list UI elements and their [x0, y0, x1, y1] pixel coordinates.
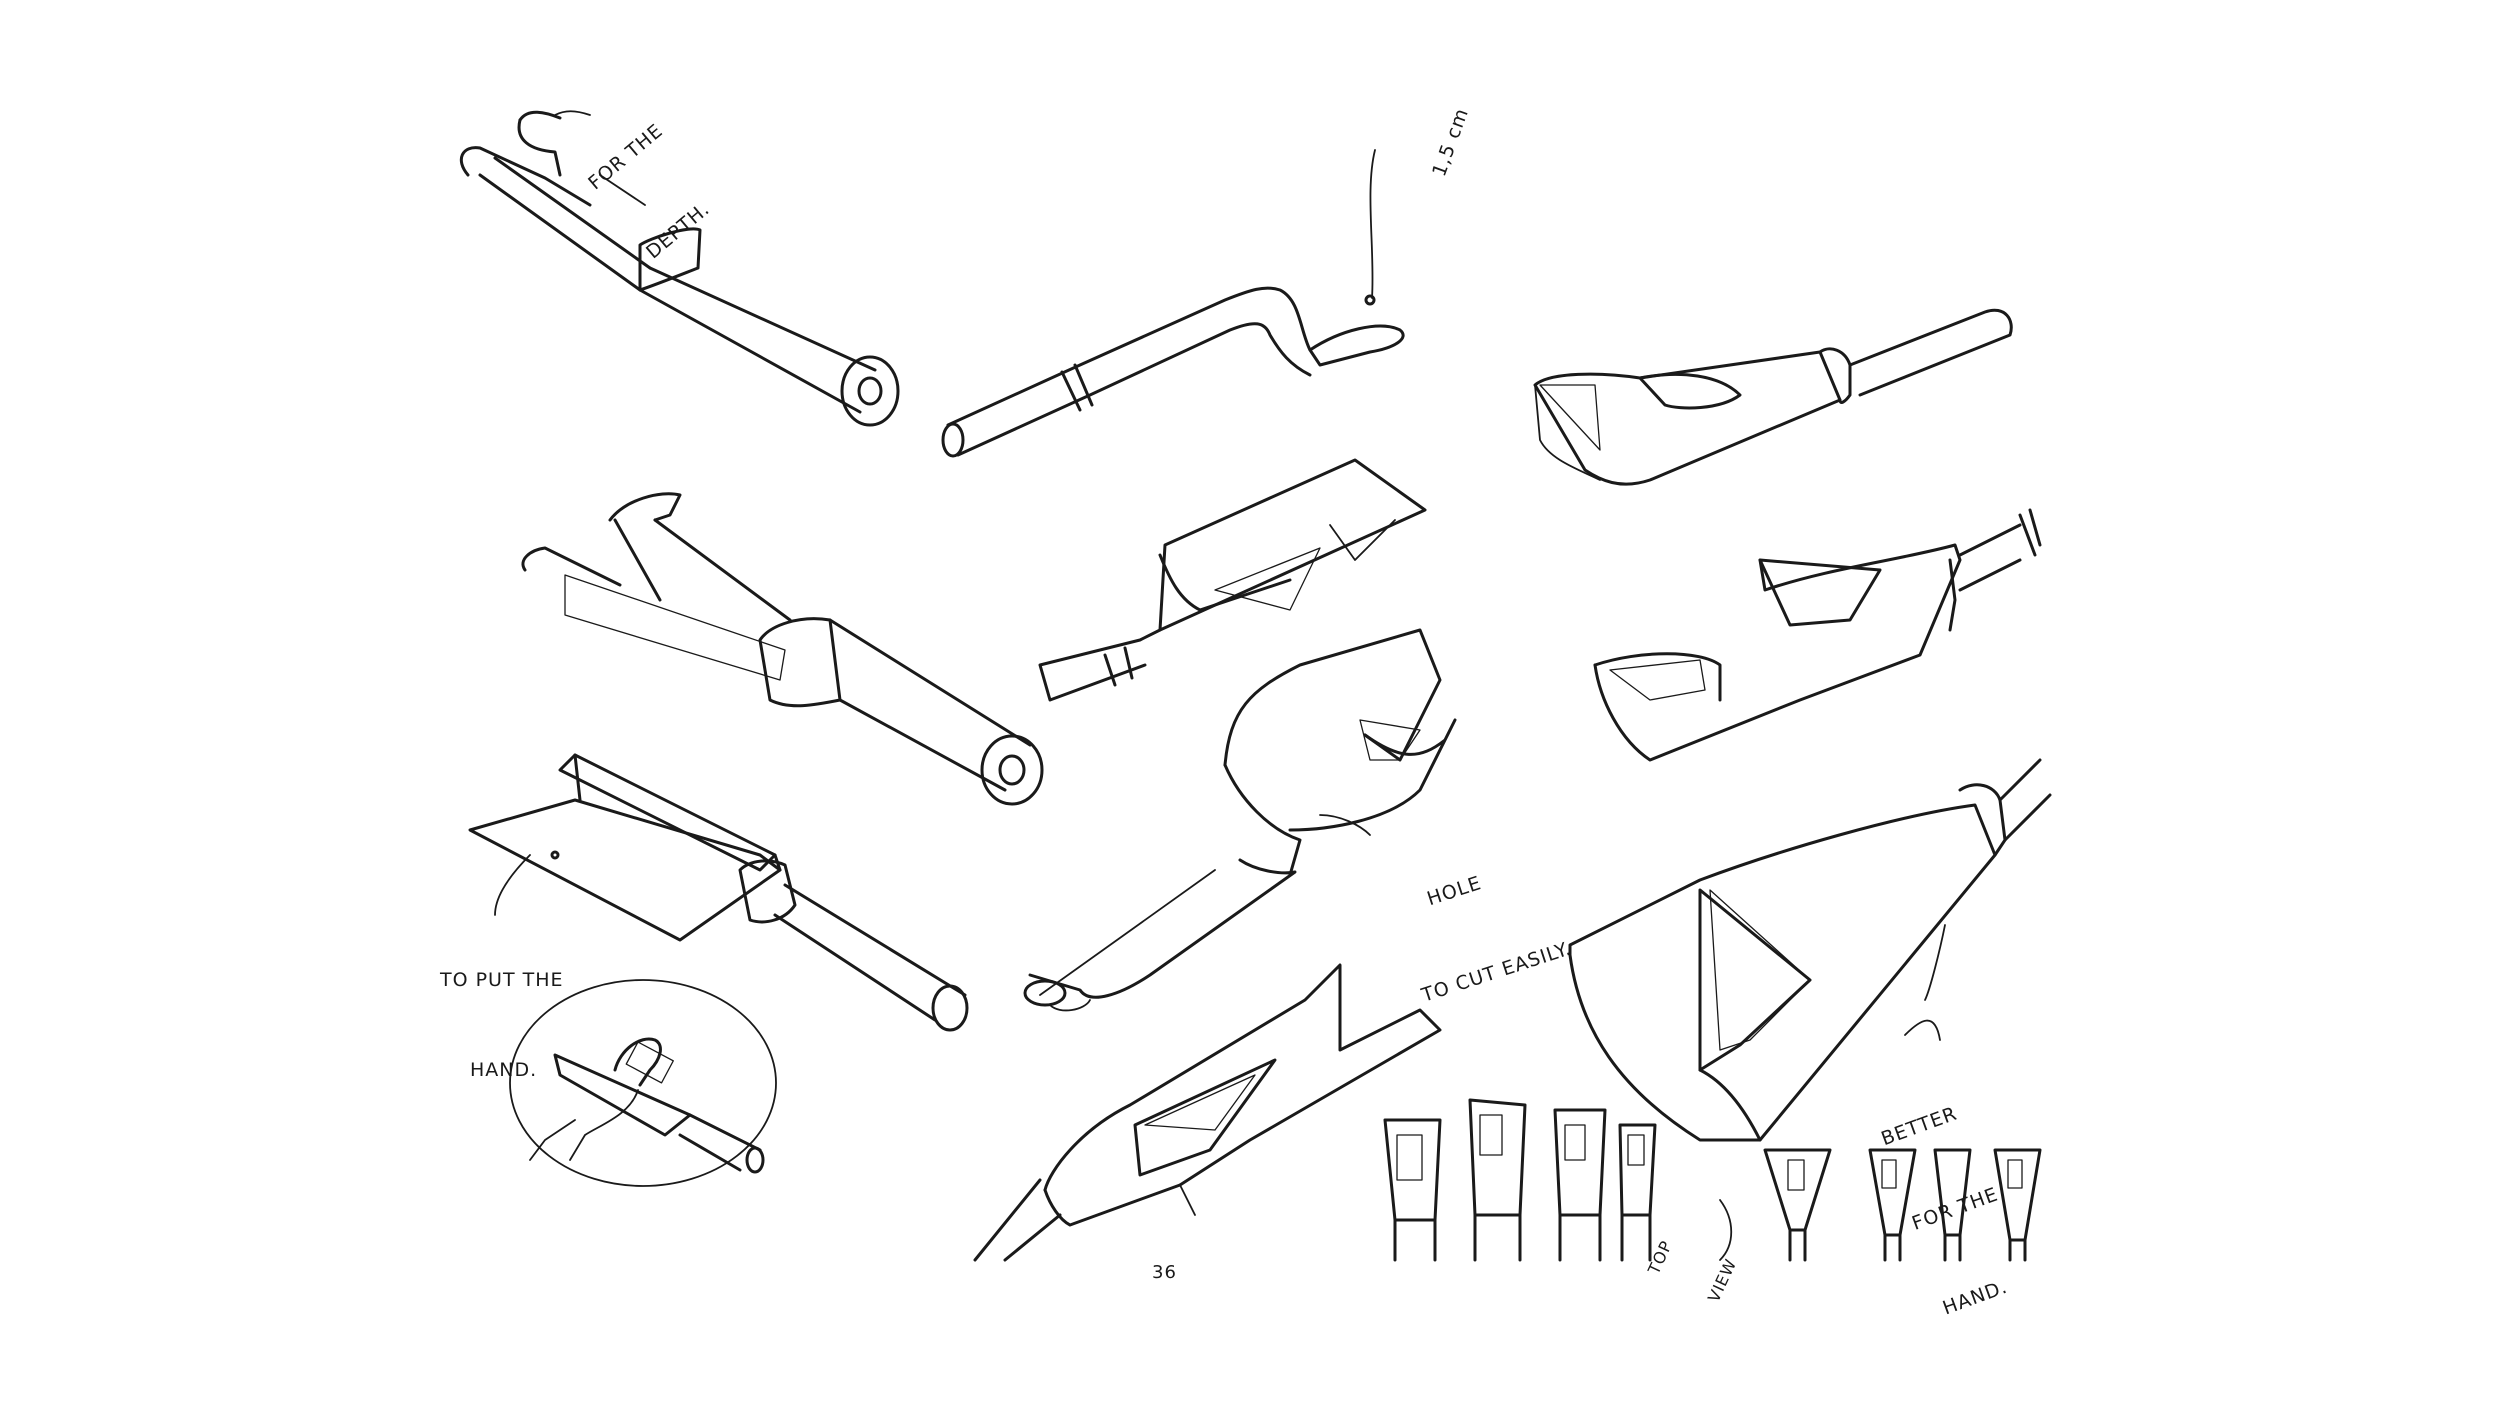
fork-blade-sketch — [1038, 458, 1427, 702]
top-view-row-sketch — [1383, 1098, 2042, 1262]
large-scoop-sketch — [1568, 758, 2052, 1142]
annotation-measure-text: 1,5 cm — [1428, 104, 1474, 180]
annotation-hand-rest: TO PUT THE HAND. — [440, 905, 564, 1115]
annotation-number: 36 — [1152, 1198, 1177, 1318]
hand-grip-sketch — [509, 979, 777, 1187]
annotation-grip-line3: HAND. — [1939, 1275, 2011, 1320]
rounded-scoop-sketch — [1593, 508, 2042, 762]
scoop-sketch — [1533, 308, 2013, 486]
depth-tool-hatched-sketch — [521, 492, 1044, 806]
annotation-view-line2: VIEW — [1703, 1255, 1741, 1306]
fork-handle-sketch — [1023, 628, 1457, 1012]
depth-tool-sketch — [459, 110, 900, 427]
annotation-number-text: 36 — [1152, 1262, 1177, 1283]
annotation-hand-rest-line1: TO PUT THE — [440, 969, 564, 991]
annotation-grip-line1: BETTER — [1878, 1102, 1961, 1151]
bent-rod-sketch — [941, 149, 1405, 458]
annotation-hole-line2: TO CUT EASILY. — [1418, 937, 1575, 1007]
rod-fork-sketch — [973, 963, 1442, 1262]
leader-lines — [494, 110, 1941, 1041]
annotation-hand-rest-line2: HAND. — [470, 1059, 538, 1081]
annotation-hole-line1: HOLE — [1424, 872, 1485, 911]
annotation-depth-line1: FOR THE — [584, 119, 668, 195]
annotation-depth-line2: DEPTH. — [642, 197, 715, 264]
annotation-grip-line2: FOR THE — [1909, 1183, 2002, 1235]
annotation-view-line1: TOP — [1644, 1237, 1677, 1278]
hand-rest-sketch — [468, 753, 969, 1032]
